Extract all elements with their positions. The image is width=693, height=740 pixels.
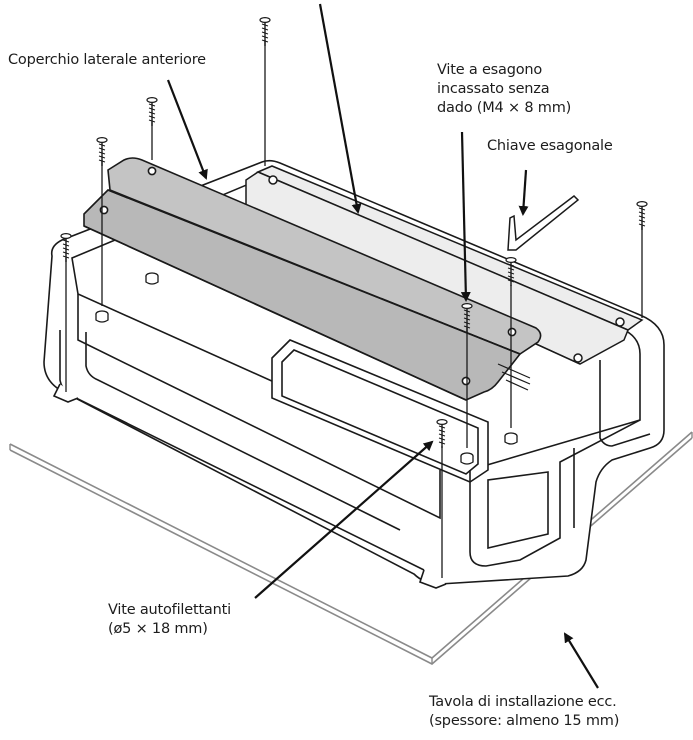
arrow-front-cover [166,79,208,180]
self-tapping-line1: Vite autofilettanti [108,602,231,618]
hex-screw-label: Vite a esagono incassato senza dado (M4 … [437,61,571,118]
screw-right [636,200,648,231]
self-tapping-line2: (ø5 × 18 mm) [108,621,208,637]
hex-key-text: Chiave esagonale [487,138,613,154]
hex-screw-line2: incassato senza [437,81,550,97]
screw-top [259,16,271,47]
screw-guide-lines [65,40,643,578]
mounting-board-line2: (spessore: almeno 15 mm) [429,713,620,729]
self-tapping-screw-label: Vite autofilettanti (ø5 × 18 mm) [108,601,231,639]
leader-arrows [166,3,599,689]
front-side-cover-text: Coperchio laterale anteriore [8,52,206,68]
mounting-board-label: Tavola di installazione ecc. (spessore: … [429,693,619,731]
hex-key-label: Chiave esagonale [487,137,613,156]
front-side-cover [83,157,542,401]
front-side-cover-label: Coperchio laterale anteriore [8,51,206,70]
screw-bosses [95,272,518,465]
hex-screw-line1: Vite a esagono [437,62,543,78]
hex-key [507,195,580,251]
screw-cover-rear [146,96,158,127]
mounting-board-line1: Tavola di installazione ecc. [429,694,617,710]
arrow-self-tapping [254,440,434,599]
hex-screw-line3: dado (M4 × 8 mm) [437,100,572,116]
arrow-board [563,632,599,689]
arrow-back-cover [318,3,362,214]
mounting-board [9,431,693,665]
screw-cover-front [96,136,108,167]
arrow-hex-key [518,169,529,216]
arrow-hex-screw [460,131,471,302]
